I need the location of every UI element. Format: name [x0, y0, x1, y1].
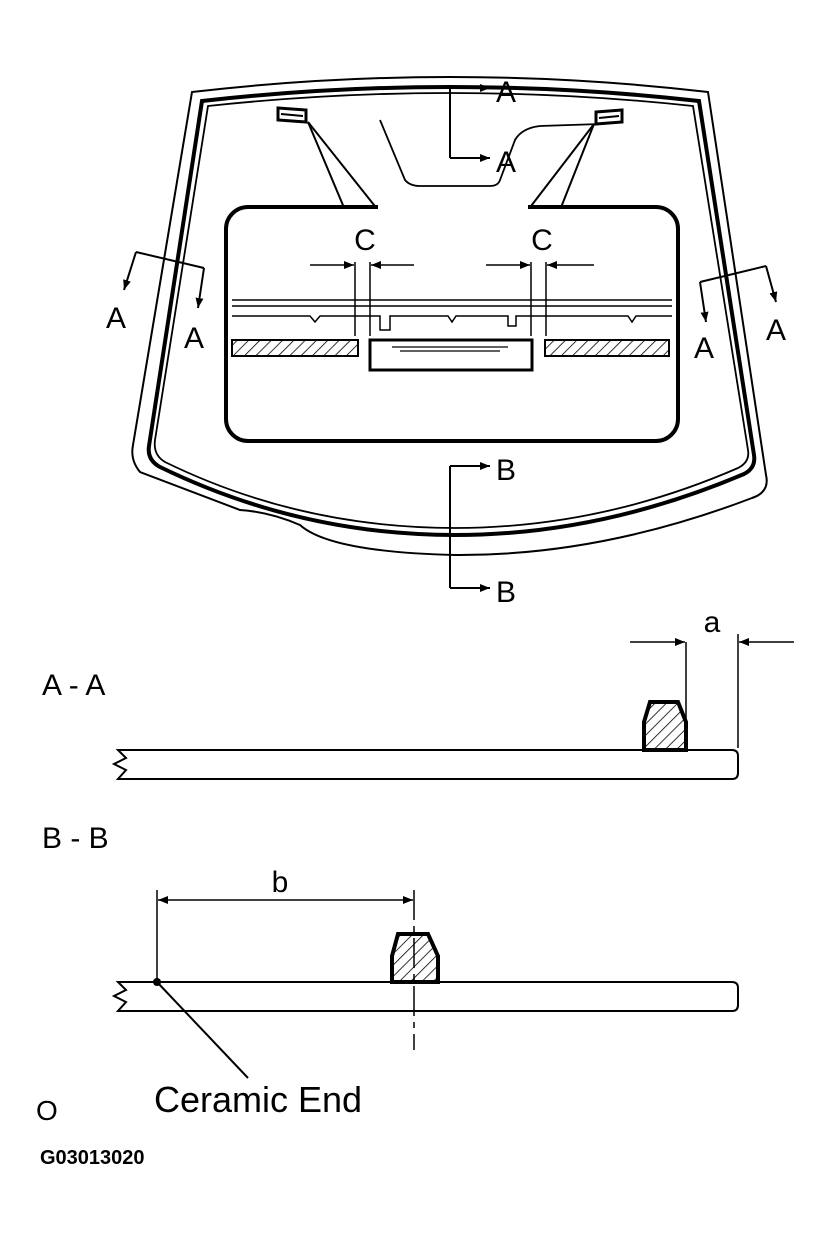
dam-profile-aa [642, 700, 688, 752]
windshield-inner-edge [153, 92, 750, 529]
windshield-glass [131, 76, 768, 557]
section-cut-bottom-b [449, 462, 490, 592]
ceramic-end-label: Ceramic End [154, 1079, 362, 1120]
section-cut-top-a [449, 84, 490, 162]
section-cut-left-a [123, 251, 205, 309]
dam-profile-bb [390, 932, 440, 984]
retainer-detail-box: C C [224, 205, 680, 443]
section-bb-view: b Ceramic End [111, 866, 739, 1120]
windshield-outer-edge [131, 76, 768, 557]
glass-edge-aa [111, 749, 739, 780]
section-a-label-right-2: A [766, 314, 786, 347]
detail-leader-lines [307, 121, 595, 211]
hatched-molding-right [544, 339, 670, 357]
retainer-clip [368, 338, 534, 372]
section-a-label-left-2: A [184, 322, 204, 355]
corner-mark: O [36, 1095, 58, 1126]
section-b-label-2: B [496, 576, 516, 609]
view-aa-title: A - A [42, 669, 105, 702]
section-a-label-top-2: A [496, 146, 516, 179]
dim-c-label-left: C [354, 224, 376, 257]
hatched-molding-left [231, 339, 359, 357]
dim-a-label: a [704, 606, 721, 639]
section-a-label-left-1: A [106, 302, 126, 335]
view-bb-title: B - B [42, 822, 109, 855]
section-a-label-top-1: A [496, 76, 516, 109]
section-cut-right-a [699, 265, 778, 323]
dim-b-label: b [272, 866, 289, 899]
glass-edge-bb [111, 981, 739, 1012]
molding-strip [146, 85, 757, 538]
section-a-label-right-1: A [694, 332, 714, 365]
ceramic-end-leader [156, 981, 249, 1079]
section-b-label-1: B [496, 454, 516, 487]
dim-c-label-right: C [531, 224, 553, 257]
section-aa-view: a [111, 606, 794, 780]
mirror-mount-area [379, 119, 601, 187]
figure-code: G03013020 [40, 1147, 145, 1169]
